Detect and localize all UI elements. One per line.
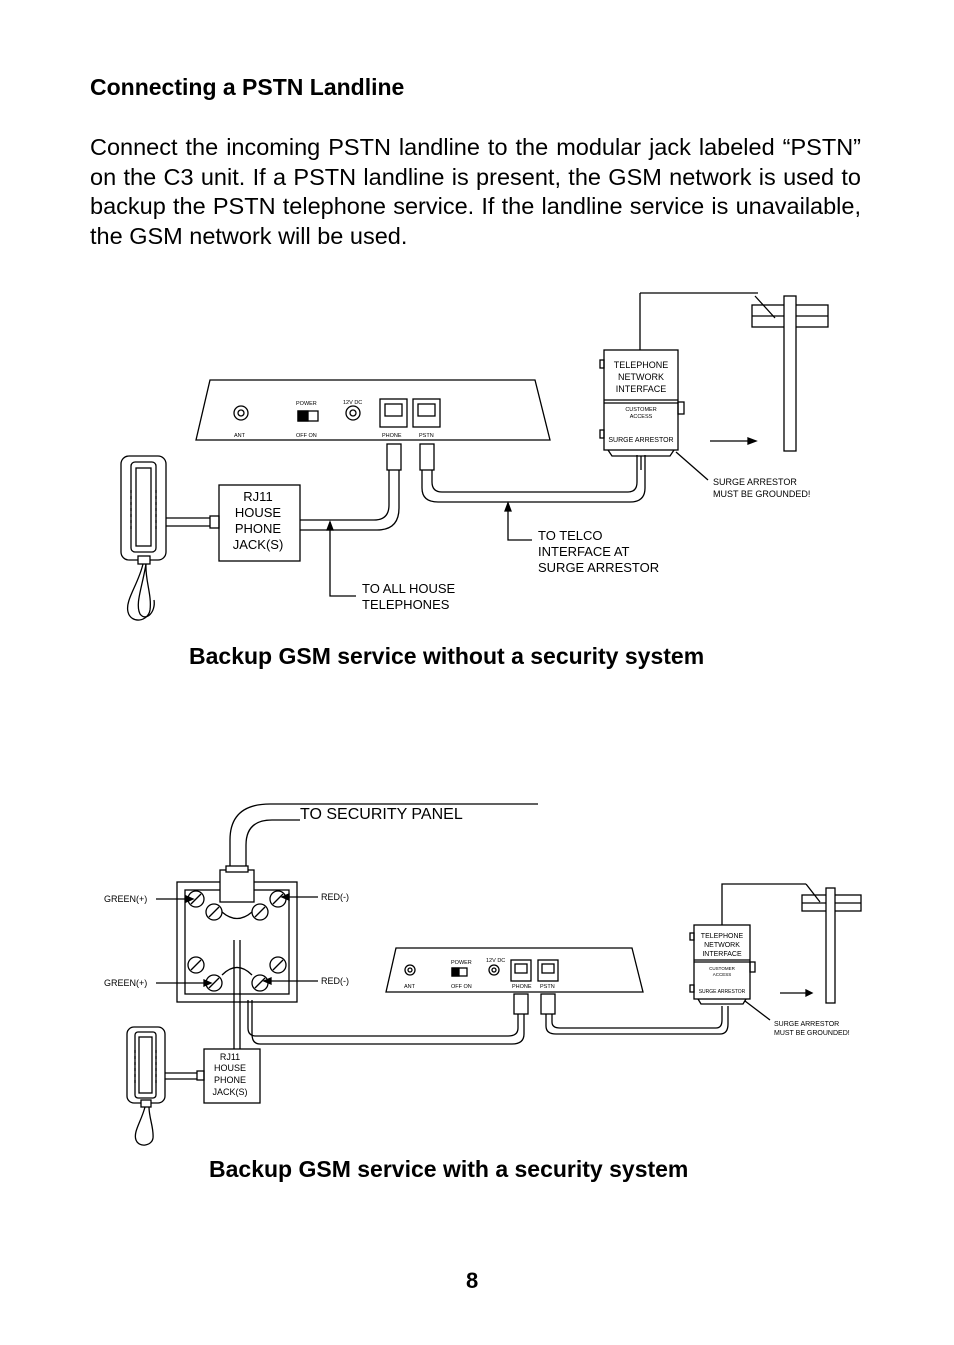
off-on-label: OFF ON — [451, 984, 472, 990]
diagram-with-security: TO SECURITY PANEL GREEN(+) GREEN(+) RED(… — [104, 803, 862, 1146]
tni-label-3: INTERFACE — [702, 951, 742, 958]
diagram2-caption: Backup GSM service with a security syste… — [209, 1156, 689, 1182]
surge-note-2: MUST BE GROUNDED! — [713, 489, 810, 499]
rj11-house-phone-jack: RJ11 HOUSE PHONE JACK(S) — [166, 484, 301, 562]
off-on-label: OFF ON — [296, 433, 317, 439]
ground-arrow-icon — [780, 988, 814, 998]
intro-paragraph: Connect the incoming PSTN landline to th… — [90, 134, 861, 249]
wall-telephone-icon — [120, 455, 167, 621]
jack-label-1: RJ11 — [243, 489, 272, 504]
power-label: POWER — [451, 960, 472, 966]
tni-label-1: TELEPHONE — [614, 360, 669, 370]
customer-access-2: ACCESS — [630, 414, 653, 420]
pstn-port-label: PSTN — [419, 433, 434, 439]
jack-label-3: PHONE — [235, 521, 282, 536]
tni-label-3: INTERFACE — [616, 384, 667, 394]
customer-access-1: CUSTOMER — [625, 407, 656, 413]
red-top-label: RED(-) — [321, 892, 349, 902]
phone-port-label: PHONE — [382, 433, 402, 439]
section-heading: Connecting a PSTN Landline — [90, 74, 405, 100]
surge-note-1: SURGE ARRESTOR — [713, 477, 797, 487]
rj11-house-phone-jack: RJ11 HOUSE PHONE JACK(S) — [165, 1048, 261, 1104]
customer-access-2: ACCESS — [713, 972, 732, 977]
ground-arrow-icon — [710, 437, 758, 445]
green-bottom-label: GREEN(+) — [104, 978, 147, 988]
jack-label-2: HOUSE — [235, 505, 282, 520]
network-interface-box: TELEPHONE NETWORK INTERFACE CUSTOMER ACC… — [689, 924, 756, 1005]
jack-label-1: RJ11 — [220, 1052, 240, 1062]
tni-label-2: NETWORK — [618, 372, 664, 382]
house-note-1: TO ALL HOUSE — [362, 581, 456, 596]
dc-label: 12V DC — [343, 400, 362, 406]
telco-note-2: INTERFACE AT — [538, 544, 630, 559]
surge-arrestor-label: SURGE ARRESTOR — [699, 989, 746, 995]
wall-telephone-icon — [126, 1026, 166, 1146]
c3-unit-icon: POWER OFF ON ANT 12V DC PHONE PSTN — [195, 379, 551, 441]
diagram1-caption: Backup GSM service without a security sy… — [189, 643, 705, 669]
phone-port-label: PHONE — [512, 984, 532, 990]
security-panel-label: TO SECURITY PANEL — [300, 806, 463, 823]
telco-note-1: TO TELCO — [538, 528, 603, 543]
green-top-label: GREEN(+) — [104, 894, 147, 904]
ant-label: ANT — [404, 984, 416, 990]
network-interface-box: TELEPHONE NETWORK INTERFACE CUSTOMER ACC… — [599, 349, 685, 470]
house-note-2: TELEPHONES — [362, 597, 450, 612]
red-bottom-label: RED(-) — [321, 976, 349, 986]
tni-label-1: TELEPHONE — [701, 933, 744, 940]
dc-label: 12V DC — [486, 958, 505, 964]
page-number: 8 — [466, 1268, 479, 1293]
jack-label-2: HOUSE — [214, 1063, 246, 1073]
terminal-block — [176, 865, 298, 1050]
tni-label-2: NETWORK — [704, 942, 740, 949]
surge-note-1: SURGE ARRESTOR — [774, 1021, 839, 1028]
pstn-port-label: PSTN — [540, 984, 555, 990]
jack-label-4: JACK(S) — [212, 1087, 247, 1097]
diagram-without-security: TELEPHONE NETWORK INTERFACE CUSTOMER ACC… — [120, 292, 829, 621]
jack-label-3: PHONE — [214, 1075, 246, 1085]
power-label: POWER — [296, 401, 317, 407]
customer-access-1: CUSTOMER — [709, 966, 735, 971]
surge-arrestor-label: SURGE ARRESTOR — [608, 437, 673, 444]
surge-note-2: MUST BE GROUNDED! — [774, 1030, 850, 1037]
utility-pole-icon — [721, 883, 862, 1004]
telco-note-3: SURGE ARRESTOR — [538, 560, 659, 575]
c3-unit-icon: POWER OFF ON ANT 12V DC PHONE PSTN — [385, 947, 644, 993]
ant-label: ANT — [234, 433, 246, 439]
utility-pole-icon — [639, 292, 829, 452]
jack-label-4: JACK(S) — [233, 537, 284, 552]
